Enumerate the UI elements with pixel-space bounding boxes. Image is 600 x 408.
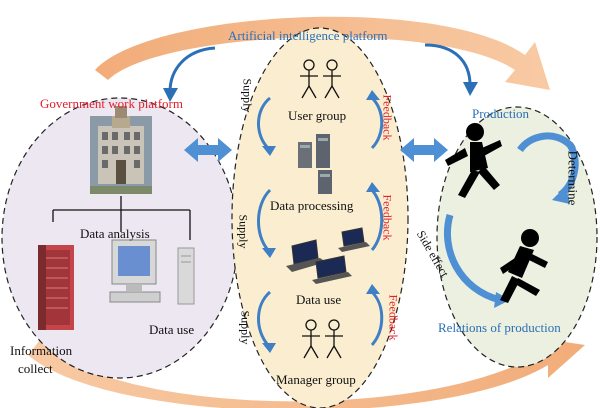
center-loop-arrows (257, 96, 384, 346)
manager-group-label: Manager group (276, 372, 356, 387)
left-double-arrow (184, 138, 232, 162)
runner-bottom-figure (500, 229, 548, 303)
production-label: Production (472, 106, 530, 121)
user-group-figures (300, 59, 341, 99)
left-data-use-label: Data use (149, 322, 195, 337)
feedback-label-top: Feedback (380, 94, 395, 141)
top-left-blue-arrow (168, 46, 216, 93)
right-double-arrow (400, 138, 448, 162)
information-collect-line1: Information (10, 343, 73, 358)
desktop-computer-image (109, 239, 161, 303)
user-group-label: User group (288, 108, 347, 123)
right-cycle-top-arrow (517, 132, 579, 198)
information-collect-line2: collect (18, 361, 53, 376)
supply-label-bottom: Supply (238, 310, 253, 345)
right-cycle-bottom-arrow (443, 214, 501, 304)
runner-top-figure (445, 123, 502, 198)
bottom-orange-arrow (28, 338, 585, 408)
data-analysis-tree-lines (52, 196, 191, 240)
government-platform-title: Government work platform (40, 96, 183, 111)
data-processing-servers (298, 134, 332, 194)
data-analysis-label: Data analysis (80, 226, 150, 241)
data-processing-label: Data processing (270, 198, 354, 213)
server-rack-image (38, 245, 74, 330)
determine-label: Determine (565, 150, 581, 206)
top-orange-arrow (95, 16, 550, 91)
tower-pc-image (177, 247, 195, 305)
supply-label-middle: Supply (236, 214, 251, 249)
center-platform-ellipse (231, 27, 409, 408)
center-data-use-label: Data use (296, 292, 342, 307)
relations-of-production-label: Relations of production (438, 320, 561, 335)
supply-label-top: Supply (240, 78, 255, 113)
top-right-blue-arrow (424, 43, 472, 86)
feedback-label-bottom: Feedback (386, 294, 401, 341)
ai-platform-title: Artificial intelligence platform (228, 28, 388, 43)
feedback-label-middle: Feedback (380, 194, 395, 241)
laptops-image (286, 227, 370, 284)
government-building-image (90, 106, 152, 194)
manager-group-figures (302, 319, 343, 359)
